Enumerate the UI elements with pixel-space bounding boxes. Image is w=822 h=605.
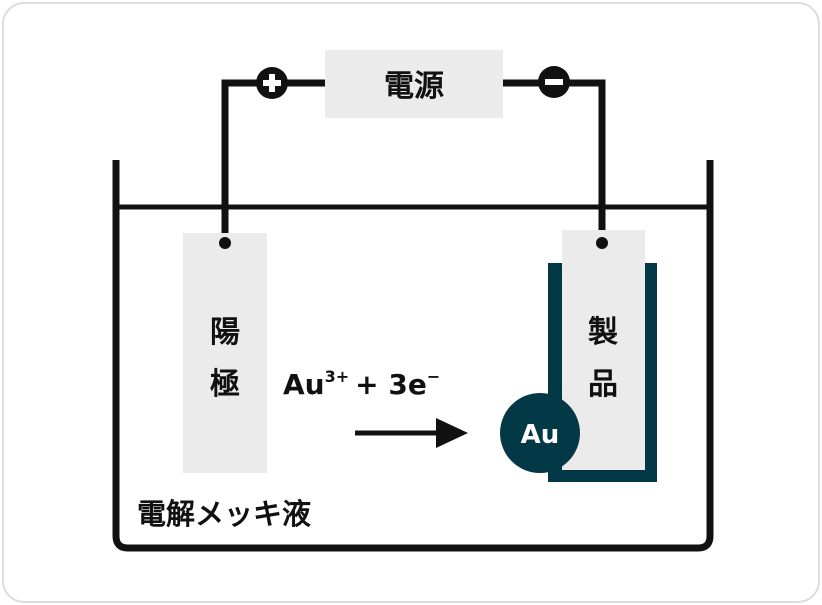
product-label-2: 品	[588, 367, 618, 402]
anode	[183, 233, 267, 473]
gold-particle	[500, 393, 580, 473]
product-label-1: 製	[588, 315, 618, 350]
reaction-equation: Au3++ 3e−	[283, 367, 440, 401]
wire-positive	[221, 79, 330, 243]
plus-terminal-icon	[256, 67, 288, 99]
gold-particle-label: Au	[521, 420, 560, 450]
tank	[112, 160, 714, 552]
minus-terminal-icon	[538, 66, 570, 98]
wire-negative	[500, 79, 606, 243]
solution-label: 電解メッキ液	[137, 497, 311, 531]
power-source-box	[325, 50, 503, 118]
power-source-label: 電源	[384, 69, 444, 104]
anode-label-1: 陽	[210, 315, 240, 350]
anode-label-2: 極	[210, 367, 240, 402]
arrow-right-icon	[355, 418, 468, 448]
